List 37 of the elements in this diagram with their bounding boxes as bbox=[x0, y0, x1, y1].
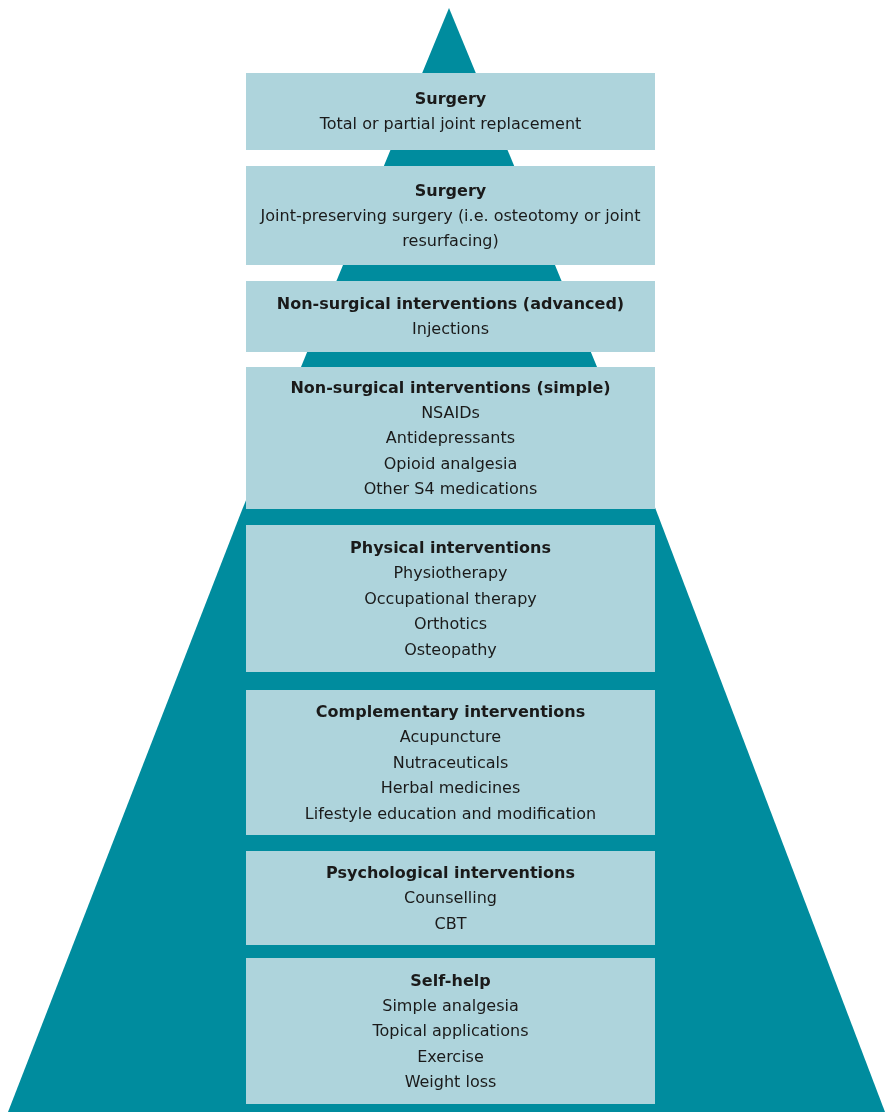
tier-box bbox=[246, 73, 655, 150]
tier-item: Acupuncture bbox=[399, 726, 502, 748]
tier-item: Other S4 medications bbox=[363, 478, 538, 500]
tier-item: Herbal medicines bbox=[380, 777, 521, 799]
tier-item: Lifestyle education and modification bbox=[304, 802, 597, 825]
tier-item: Opioid analgesia bbox=[383, 452, 518, 475]
tier-heading: Non-surgical interventions (advanced) bbox=[276, 293, 625, 316]
tier-item: Osteopathy bbox=[404, 638, 497, 661]
tier-item: Occupational therapy bbox=[364, 587, 537, 610]
tier-item: Physiotherapy bbox=[393, 562, 508, 584]
tier-item: Joint-preserving surgery (i.e. osteotomy or joint resurfacing) bbox=[260, 204, 641, 252]
tier-item: Weight loss bbox=[404, 1071, 497, 1093]
tier-box bbox=[246, 367, 655, 509]
tier-item: Nutraceuticals bbox=[392, 751, 509, 774]
tier-item: Injections bbox=[412, 318, 489, 341]
tier-heading: Physical interventions bbox=[350, 537, 551, 559]
tier-item: Exercise bbox=[417, 1045, 484, 1068]
tier-box bbox=[246, 958, 655, 1104]
tier-item: Simple analgesia bbox=[382, 994, 519, 1017]
tier-heading: Non-surgical interventions (simple) bbox=[290, 376, 611, 399]
tier-heading: Self-help bbox=[410, 969, 491, 992]
tier-heading: Surgery bbox=[414, 88, 487, 111]
tier-box bbox=[246, 851, 655, 945]
tier-box bbox=[246, 281, 655, 352]
tier-item: Antidepressants bbox=[385, 427, 516, 449]
tier-heading: Surgery bbox=[414, 179, 487, 202]
tier-heading: Complementary interventions bbox=[315, 701, 586, 723]
tier-item: CBT bbox=[434, 912, 467, 935]
tier-item: Total or partial joint replacement bbox=[319, 113, 582, 136]
tier-item: Orthotics bbox=[413, 613, 488, 635]
tier-box bbox=[246, 525, 655, 672]
tier-box bbox=[246, 690, 655, 835]
tier-box bbox=[246, 166, 655, 265]
tier-heading: Psychological interventions bbox=[326, 862, 575, 884]
tier-item: Counselling bbox=[403, 887, 498, 909]
tier-item: NSAIDs bbox=[421, 401, 480, 424]
tier-item: Topical applications bbox=[372, 1020, 529, 1042]
